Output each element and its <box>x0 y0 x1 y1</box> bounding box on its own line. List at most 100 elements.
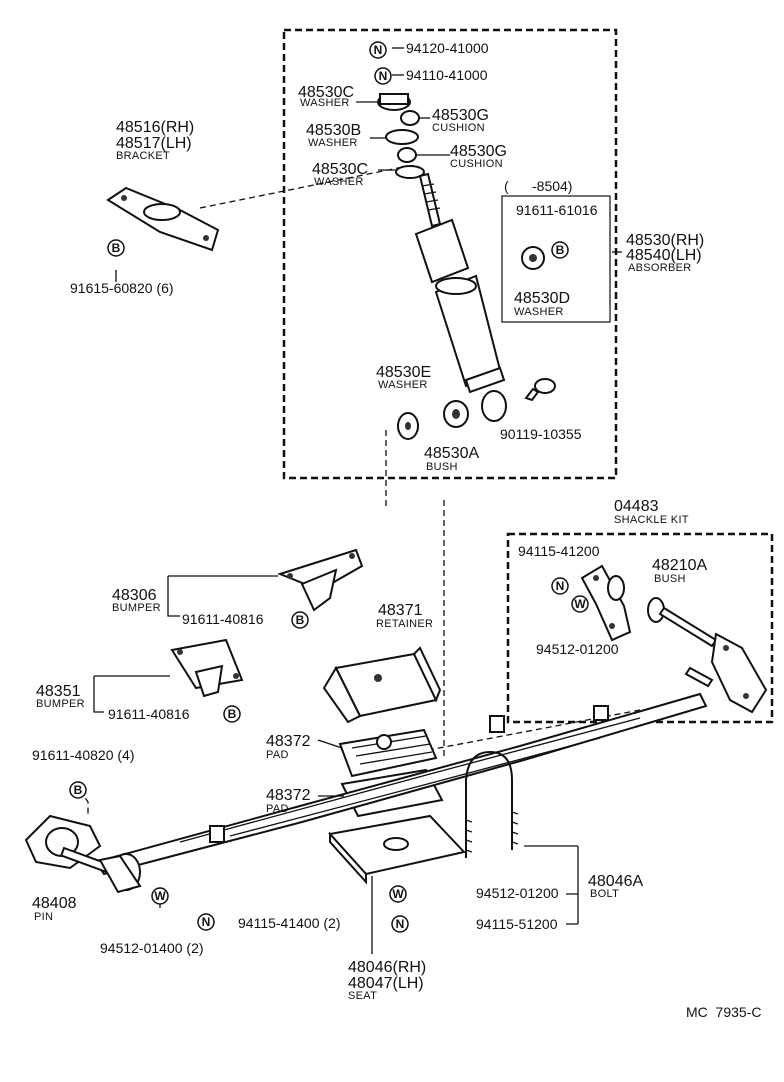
callout-n-94120: N <box>369 41 387 59</box>
absorber-drawing <box>377 93 556 440</box>
shackle-dash <box>417 709 641 753</box>
label-48530-rh: 48530(RH) <box>626 232 704 249</box>
label-91615-60820: 91615-60820 (6) <box>70 280 174 296</box>
label-48530e: 48530E <box>376 364 431 381</box>
callout-b-91615: B <box>107 239 125 257</box>
callout-w-94512-01200-kit: W <box>571 595 589 613</box>
svg-text:N: N <box>374 43 383 57</box>
label-bolt: BOLT <box>590 888 619 900</box>
label-91611-40816-a: 91611-40816 <box>182 611 264 627</box>
shackle-drawing <box>580 564 768 714</box>
callout-n-94115-51200: N <box>391 915 409 933</box>
label-washer-d: WASHER <box>514 306 564 318</box>
svg-text:N: N <box>396 917 405 931</box>
label-washer-1: WASHER <box>300 97 350 109</box>
callout-b-40820: B <box>69 781 87 799</box>
label-bush-a: BUSH <box>426 461 458 473</box>
bracket-drawing <box>106 186 220 252</box>
svg-text:N: N <box>556 579 565 593</box>
label-94512-01200-kit: 94512-01200 <box>536 641 619 657</box>
label-48372-2: 48372 <box>266 787 311 804</box>
label-bumper-2: BUMPER <box>36 698 85 710</box>
label-94120-41000: 94120-41000 <box>406 40 489 56</box>
svg-text:B: B <box>228 707 237 721</box>
label-48371: 48371 <box>378 602 423 619</box>
callout-b-40816-a: B <box>291 611 309 629</box>
label-absorber: ABSORBER <box>628 262 692 274</box>
footer-code: MC 7935-C <box>686 1004 761 1020</box>
label-94512-01200: 94512-01200 <box>476 885 559 901</box>
label-94110-41000: 94110-41000 <box>406 67 488 83</box>
label-48530g-2: 48530G <box>450 143 507 160</box>
label-bracket: BRACKET <box>116 150 170 162</box>
label-48530b: 48530B <box>306 122 361 139</box>
label-48516-rh: 48516(RH) <box>116 119 194 136</box>
absorber-group-box <box>282 28 618 480</box>
svg-text:B: B <box>296 613 305 627</box>
svg-text:W: W <box>154 889 166 903</box>
label-pad-2: PAD <box>266 803 289 815</box>
label-91611-40816-b: 91611-40816 <box>108 706 190 722</box>
label-90119-10355: 90119-10355 <box>500 426 582 442</box>
label-seat: SEAT <box>348 990 377 1002</box>
leader-lines <box>93 47 622 954</box>
svg-text:N: N <box>379 69 388 83</box>
label-48517-lh: 48517(LH) <box>116 135 192 152</box>
label-48351: 48351 <box>36 683 81 700</box>
label-48306: 48306 <box>112 587 157 604</box>
label-washer-2: WASHER <box>308 137 358 149</box>
label-washer-e: WASHER <box>378 379 428 391</box>
callout-n-94115-41200: N <box>551 577 569 595</box>
bracket-to-absorber-dash <box>199 165 409 209</box>
label-91611-61016: 91611-61016 <box>516 202 598 218</box>
label-cushion-2: CUSHION <box>450 158 503 170</box>
label-bush-48210a: BUSH <box>654 573 686 585</box>
label-04483: 04483 <box>614 498 659 515</box>
absorber-to-spring-dash <box>385 430 445 760</box>
callout-w-94512-01200: W <box>389 885 407 903</box>
label-48540-lh: 48540(LH) <box>626 247 702 264</box>
label-48372-1: 48372 <box>266 733 311 750</box>
label-94115-51200: 94115-51200 <box>476 916 558 932</box>
label-cushion-1: CUSHION <box>432 122 485 134</box>
callout-b-91611-61016: B <box>551 241 569 259</box>
label-94512-01400: 94512-01400 (2) <box>100 940 204 956</box>
label-pad-1: PAD <box>266 749 289 761</box>
pin-drawing <box>24 814 142 894</box>
callout-b-40816-b: B <box>223 705 241 723</box>
label-48408: 48408 <box>32 895 77 912</box>
label-94115-41400: 94115-41400 (2) <box>238 915 340 931</box>
early-model-box <box>501 195 611 323</box>
bumper-48306-drawing <box>277 548 364 612</box>
label-range: ( -8504) <box>504 178 572 194</box>
svg-text:B: B <box>556 243 565 257</box>
leaf-spring-drawing <box>94 692 708 876</box>
label-48046-rh: 48046(RH) <box>348 959 426 976</box>
svg-text:B: B <box>74 783 83 797</box>
label-pin: PIN <box>34 911 53 923</box>
label-48530d: 48530D <box>514 290 570 307</box>
label-48530c-2: 48530C <box>312 161 368 178</box>
svg-text:W: W <box>392 887 404 901</box>
label-retainer: RETAINER <box>376 618 433 630</box>
label-bumper-1: BUMPER <box>112 602 161 614</box>
label-shackle-kit: SHACKLE KIT <box>614 514 689 526</box>
pad-upper-drawing <box>338 728 438 778</box>
seat-drawing <box>328 814 466 885</box>
u-bolt-drawing <box>465 750 519 858</box>
svg-text:N: N <box>202 915 211 929</box>
label-48530c-1: 48530C <box>298 84 354 101</box>
callout-n-94115-41400: N <box>197 913 215 931</box>
callout-n-94110: N <box>374 67 392 85</box>
svg-text:B: B <box>112 241 121 255</box>
label-48046a: 48046A <box>588 873 643 890</box>
label-48210a: 48210A <box>652 557 707 574</box>
bumper-48351-drawing <box>170 638 244 698</box>
label-91611-40820: 91611-40820 (4) <box>32 747 134 763</box>
label-48047-lh: 48047(LH) <box>348 975 424 992</box>
svg-text:W: W <box>574 597 586 611</box>
callout-w-94512-01400: W <box>151 887 169 905</box>
label-washer-3: WASHER <box>314 176 364 188</box>
label-48530g-1: 48530G <box>432 107 489 124</box>
